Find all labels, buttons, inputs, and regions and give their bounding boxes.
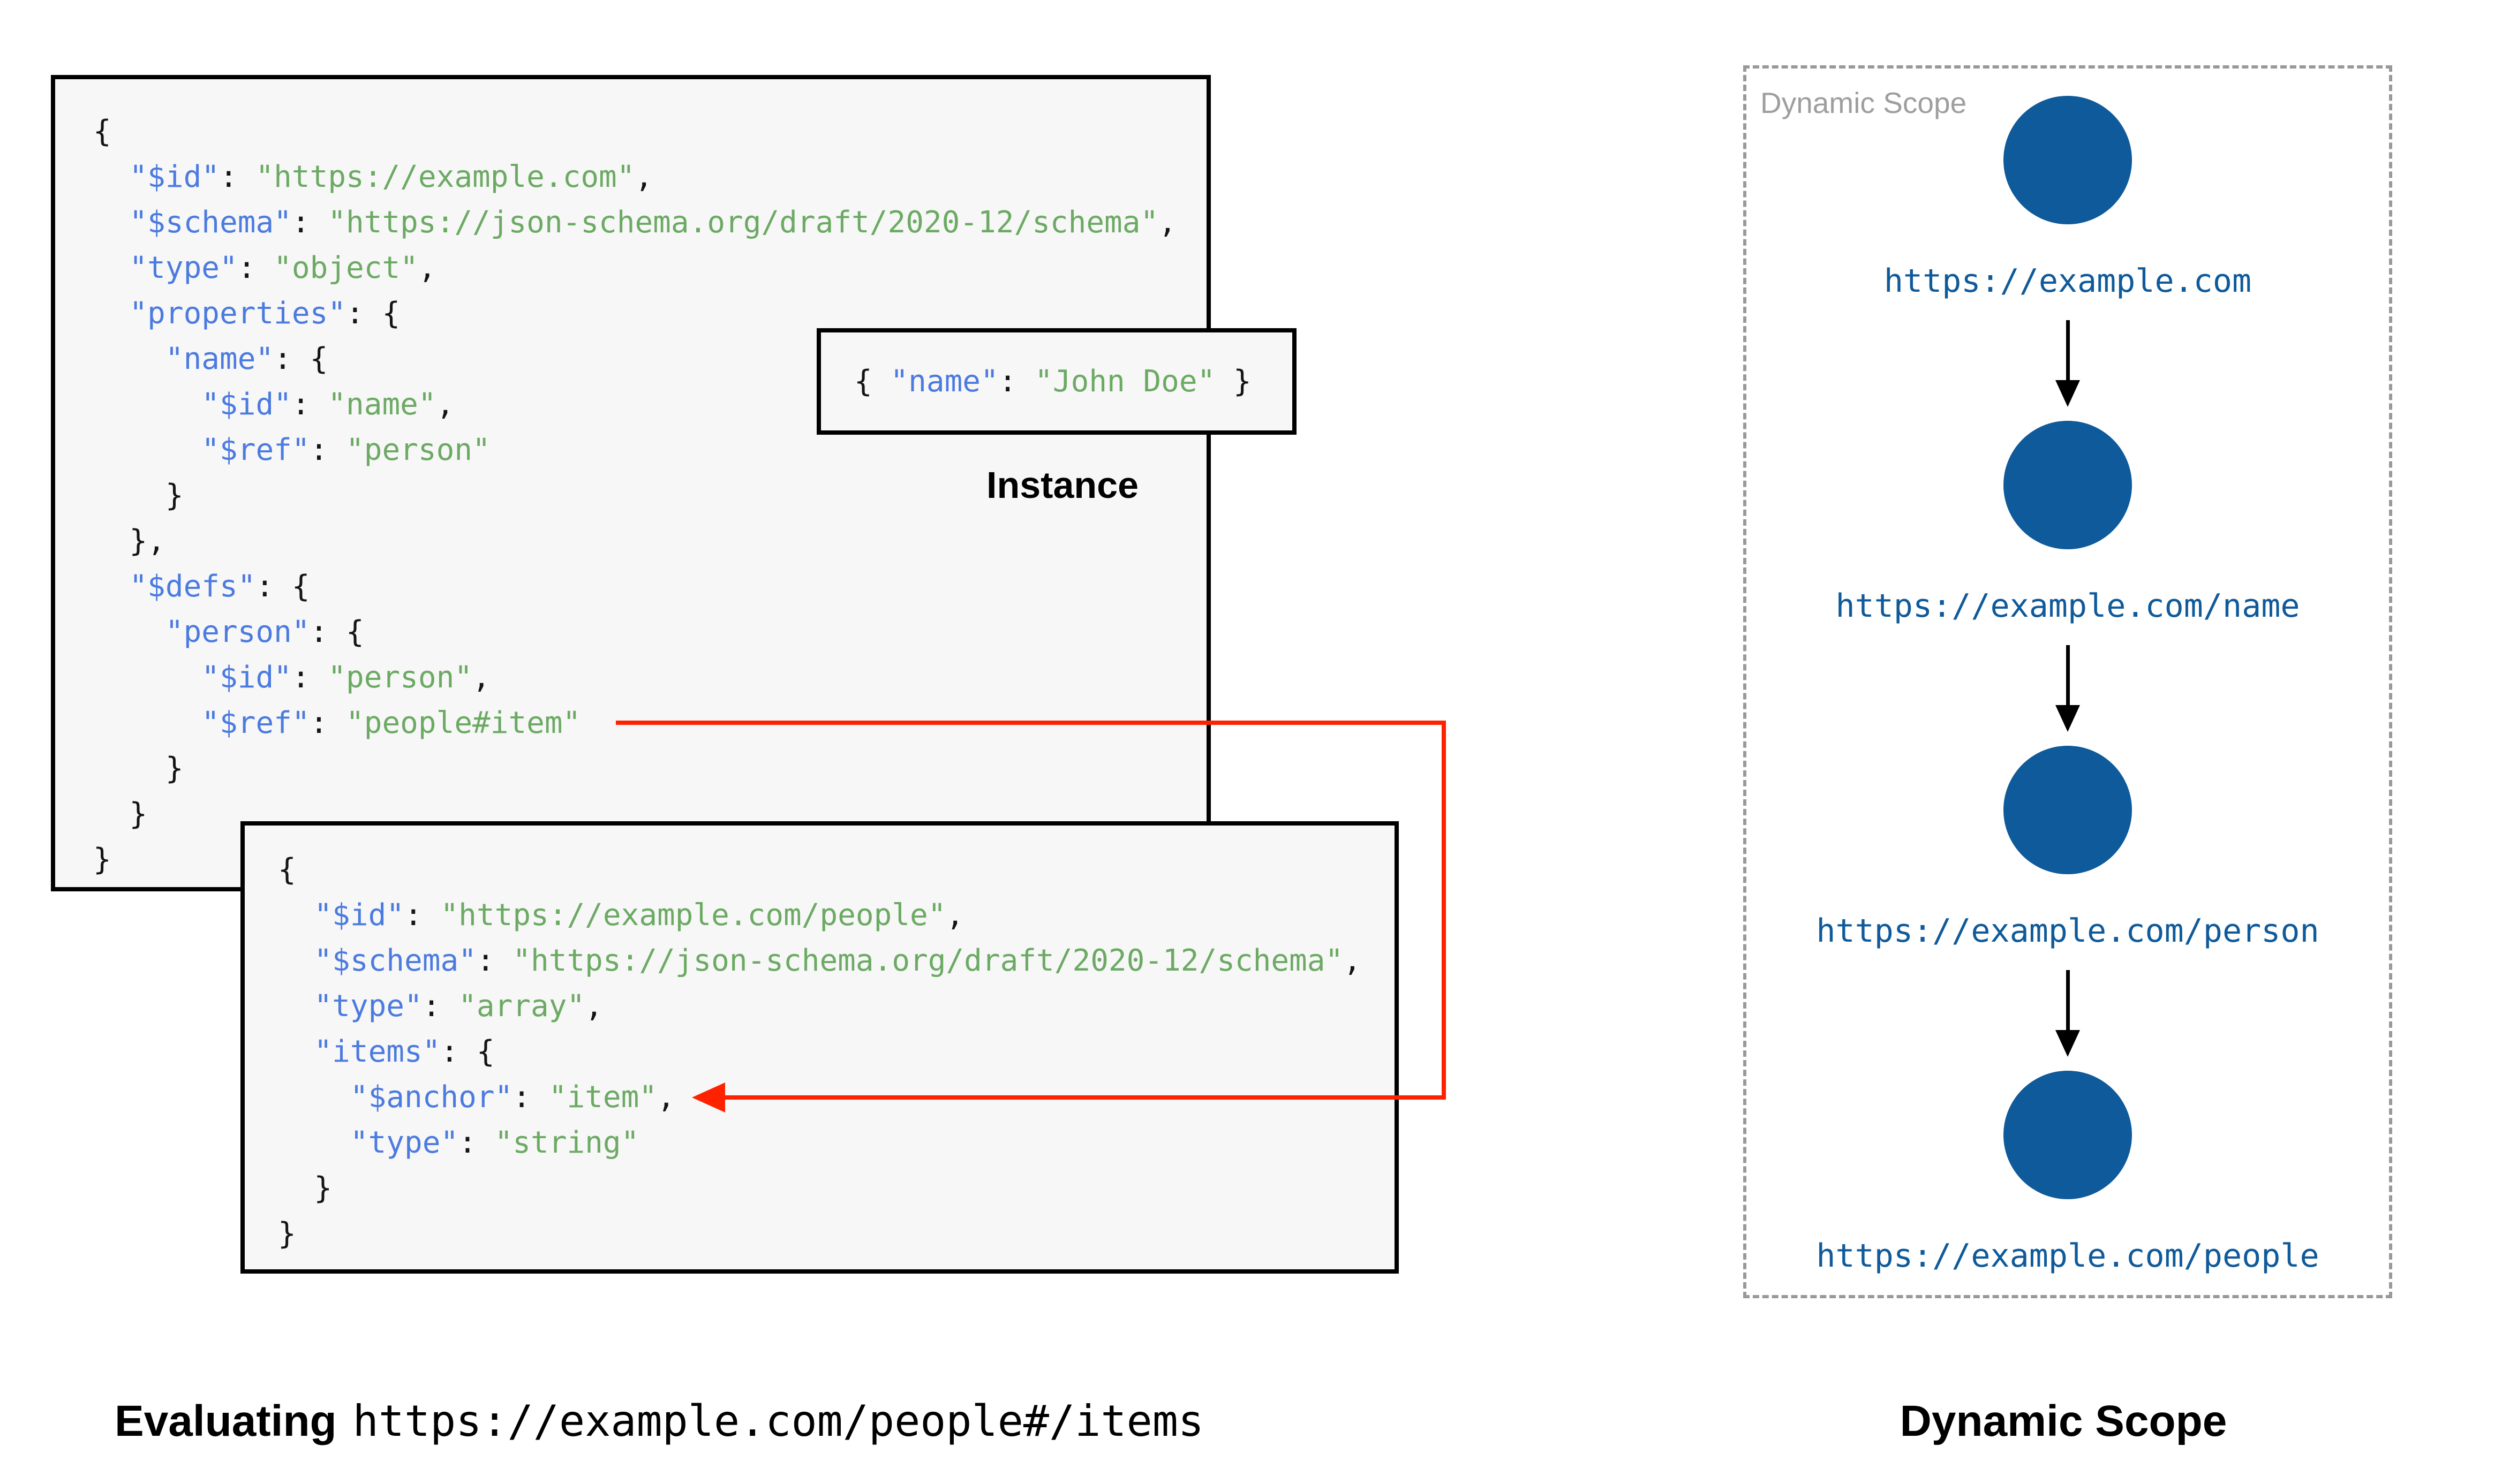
ref-connector-arrowhead-icon [692,1082,725,1112]
root-schema-box: { "$id": "https://example.com", "$schema… [51,75,1211,891]
scope-node-circle [2003,96,2132,224]
people-schema-code: { "$id": "https://example.com/people", "… [245,826,1395,1256]
code-line: "$ref": "person" [201,433,491,467]
scope-node-label: https://example.com/name [1835,587,2300,625]
down-arrow-icon [2052,320,2084,407]
code-line: } [93,751,184,786]
code-line: "$defs": { [129,569,310,604]
code-line: { [93,114,111,149]
code-line: "$id": "https://example.com/people", [314,898,964,933]
dynamic-scope-panel-label: Dynamic Scope [1760,86,1967,119]
evaluating-caption-label: Evaluating [115,1397,337,1445]
code-line: { [278,852,296,887]
root-schema-code: { "$id": "https://example.com", "$schema… [55,79,1207,882]
code-line: "items": { [314,1034,495,1069]
scope-node-circle [2003,746,2132,874]
code-line: "$id": "person", [201,660,491,695]
code-line: } [278,1216,296,1251]
code-line: } [93,842,111,877]
code-line: "$id": "https://example.com", [129,160,653,194]
instance-box: { "name": "John Doe" } [817,328,1297,435]
ref-connector-line [723,1095,1442,1100]
scope-node-label: https://example.com/people [1816,1237,2319,1275]
code-line: "type": "string" [350,1125,639,1160]
code-line: "person": { [165,615,364,649]
code-line: "$schema": "https://json-schema.org/draf… [129,205,1177,240]
code-line: } [278,1171,333,1206]
scope-node-label: https://example.com [1883,262,2252,300]
down-arrow-icon [2052,970,2084,1057]
people-schema-box: { "$id": "https://example.com/people", "… [240,821,1399,1274]
scope-node-circle [2003,421,2132,549]
evaluating-caption: Evaluating https://example.com/people#/it… [115,1396,1204,1447]
down-arrow-icon [2052,645,2084,732]
code-line: "type": "object", [129,251,436,285]
scope-node-label: https://example.com/person [1816,912,2319,950]
instance-code: { "name": "John Doe" } [821,363,1252,400]
code-line: "$ref": "people#item" [201,706,581,740]
code-line: "properties": { [129,296,401,331]
evaluating-caption-uri: https://example.com/people#/items [352,1396,1204,1446]
ref-connector-line [1442,721,1446,1100]
code-line: } [93,478,184,513]
scope-node-circle [2003,1071,2132,1199]
code-line: } [93,797,148,831]
dynamic-scope-stack: https://example.com https://example.com/n… [1746,69,2389,1295]
code-line: "$schema": "https://json-schema.org/draf… [314,943,1361,978]
code-line: "name": { [165,342,328,376]
code-line: { "name": "John Doe" } [854,364,1252,399]
code-line: }, [93,524,165,558]
ref-connector-line [616,721,1446,725]
code-line: "type": "array", [314,989,603,1024]
instance-label: Instance [986,464,1139,506]
code-line: "$anchor": "item", [350,1080,675,1115]
dynamic-scope-title: Dynamic Scope [1900,1397,2227,1445]
code-line: "$id": "name", [201,387,455,422]
